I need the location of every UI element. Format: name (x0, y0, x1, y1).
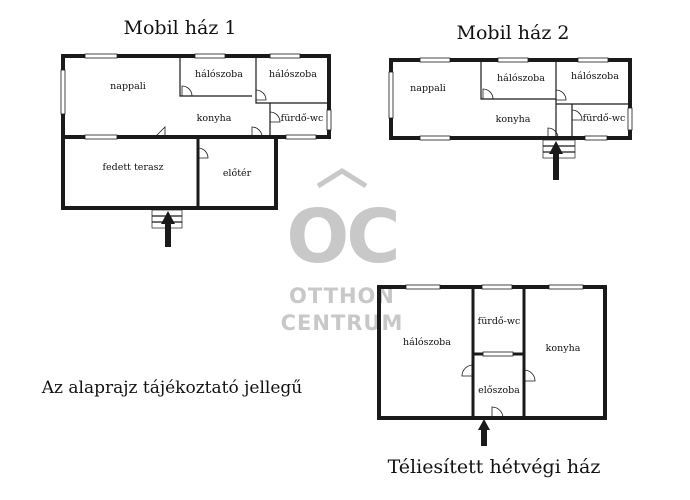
watermark-line1: OTTHON (289, 284, 395, 308)
house3-window (482, 351, 514, 357)
house1-window (84, 53, 118, 59)
house3-room-furdo-wc: fürdő-wc (478, 316, 521, 327)
house1-entrance-arrow-icon (161, 211, 175, 247)
house1-terrace-wall (61, 135, 278, 210)
house2-room-haloszoba-2: hálószoba (571, 71, 619, 82)
house1-window (84, 134, 118, 140)
house3-room-konyha: konyha (546, 343, 581, 354)
house2-door (547, 127, 559, 139)
house1-door (251, 126, 263, 138)
house3-entrance-arrow-icon (478, 419, 490, 446)
watermark-monogram: OC (286, 194, 397, 280)
house2-door (571, 109, 583, 121)
house3-room-eloszoba: előszoba (478, 385, 520, 396)
house3-window (405, 284, 441, 290)
house3-room-haloszoba: hálószoba (403, 337, 451, 348)
house2-room-haloszoba-1: hálószoba (497, 73, 545, 84)
house2-plan: nappali hálószoba hálószoba konyha fürdő… (388, 57, 633, 180)
watermark-line2: CENTRUM (281, 311, 404, 335)
house2-entrance-arrow-icon (549, 141, 563, 180)
house1-room-haloszoba-2: hálószoba (269, 69, 317, 80)
house1-window (194, 53, 226, 59)
house1-door (269, 111, 281, 123)
house1-window (285, 134, 317, 140)
house2-title: Mobil ház 2 (457, 22, 570, 44)
house1-window (269, 53, 301, 59)
house2-door (482, 88, 494, 100)
house2-window (627, 107, 633, 131)
watermark-logo: OC OTTHON CENTRUM (281, 168, 404, 335)
house2-window (388, 71, 394, 119)
house1-partitions (179, 56, 329, 208)
house2-room-furdo-wc: fürdő-wc (583, 113, 626, 124)
house2-window (577, 57, 609, 63)
house3-door (491, 406, 504, 419)
house3-door (523, 369, 536, 382)
house3-window (481, 284, 513, 290)
house1-room-haloszoba-1: hálószoba (195, 69, 243, 80)
house3-window (548, 284, 584, 290)
house1-door (181, 85, 193, 97)
house1-door (154, 126, 166, 138)
house2-room-nappali: nappali (410, 83, 446, 94)
house3-title: Téliesített hétvégi ház (388, 456, 601, 478)
house1-window (60, 69, 66, 115)
house1-plan: nappali hálószoba hálószoba konyha fürdő… (60, 53, 332, 247)
house2-room-konyha: konyha (496, 114, 531, 125)
house1-room-furdo-wc: fürdő-wc (281, 113, 324, 124)
house3-door (461, 364, 474, 377)
house1-title: Mobil ház 1 (124, 17, 237, 39)
house2-window (419, 135, 451, 141)
house1-room-eloter: előtér (223, 168, 252, 179)
house2-window (584, 135, 608, 141)
disclaimer-note: Az alaprajz tájékoztató jellegű (41, 378, 302, 398)
house2-window (497, 57, 529, 63)
house1-room-fedett-terasz: fedett terasz (102, 162, 163, 173)
house1-door (255, 89, 267, 101)
house3-plan: hálószoba fürdő-wc konyha előszoba (377, 284, 607, 446)
house2-door (555, 89, 567, 101)
house1-door (197, 147, 209, 159)
house1-room-nappali: nappali (110, 81, 146, 92)
watermark-roof-icon (316, 168, 368, 189)
house1-window (326, 109, 332, 131)
house2-window (419, 57, 451, 63)
house1-room-konyha: konyha (197, 113, 232, 124)
